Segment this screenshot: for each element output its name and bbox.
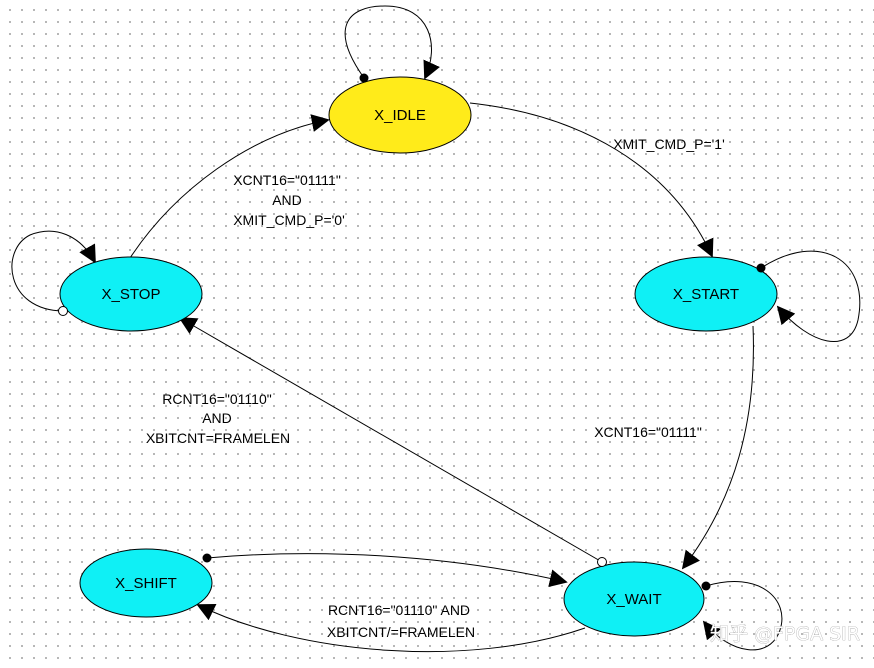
state-x-shift-label: X_SHIFT <box>115 575 177 592</box>
loop-stop <box>11 230 96 312</box>
label-stop-to-idle: XCNT16="01111" AND XMIT_CMD_P='0' <box>233 172 345 228</box>
edge-wait-to-stop <box>178 317 603 563</box>
label-stop-to-idle-line3: XMIT_CMD_P='0' <box>233 212 345 228</box>
state-x-start-label: X_START <box>673 286 739 303</box>
state-x-start[interactable]: X_START <box>634 256 778 332</box>
state-x-stop-shape <box>59 256 203 332</box>
loop-start <box>760 250 861 343</box>
state-x-wait-label: X_WAIT <box>606 591 661 608</box>
watermark: 知乎 @FPGA SIR <box>710 623 860 645</box>
start-dot-stop-loop <box>58 306 68 316</box>
start-dot-idle-loop <box>359 73 369 83</box>
state-x-start-shape <box>634 256 778 332</box>
loop-wait <box>702 581 783 651</box>
label-stop-to-idle-line2: AND <box>272 192 302 208</box>
state-x-idle[interactable]: X_IDLE <box>328 76 472 154</box>
loop-idle <box>344 5 440 80</box>
state-x-wait-shape <box>563 561 705 637</box>
start-dot-start-loop <box>756 263 766 273</box>
label-start-to-wait: XCNT16="01111" <box>594 424 702 440</box>
label-wait-to-stop: RCNT16="01110" AND XBITCNT=FRAMELEN <box>146 391 290 446</box>
edge-start-to-wait <box>681 325 754 570</box>
edge-shift-to-wait <box>206 553 568 588</box>
edge-idle-to-start <box>469 102 714 258</box>
label-stop-to-idle-line1: XCNT16="01111" <box>233 172 341 188</box>
label-wait-to-stop-line2: AND <box>202 410 232 426</box>
label-wait-to-stop-line3: XBITCNT=FRAMELEN <box>146 430 290 446</box>
label-wait-to-shift: RCNT16="01110" AND XBITCNT/=FRAMELEN <box>327 602 475 640</box>
state-x-idle-shape <box>328 76 472 154</box>
label-idle-to-start: XMIT_CMD_P='1' <box>613 136 725 152</box>
start-dot-wait-loop <box>701 581 711 591</box>
state-x-shift[interactable]: X_SHIFT <box>79 548 213 618</box>
state-x-wait[interactable]: X_WAIT <box>563 561 705 637</box>
start-dot-shift <box>202 553 212 563</box>
start-dot-wait-to-stop <box>597 557 607 567</box>
edge-wait-to-shift <box>196 604 586 653</box>
state-x-stop-label: X_STOP <box>102 286 161 303</box>
state-x-stop[interactable]: X_STOP <box>59 256 203 332</box>
state-x-idle-label: X_IDLE <box>374 107 426 124</box>
label-wait-to-shift-line2: XBITCNT/=FRAMELEN <box>327 624 475 640</box>
label-wait-to-shift-line1: RCNT16="01110" AND <box>328 602 470 618</box>
label-wait-to-stop-line1: RCNT16="01110" <box>162 391 271 407</box>
edge-stop-to-idle <box>129 114 330 259</box>
state-x-shift-shape <box>79 548 213 618</box>
